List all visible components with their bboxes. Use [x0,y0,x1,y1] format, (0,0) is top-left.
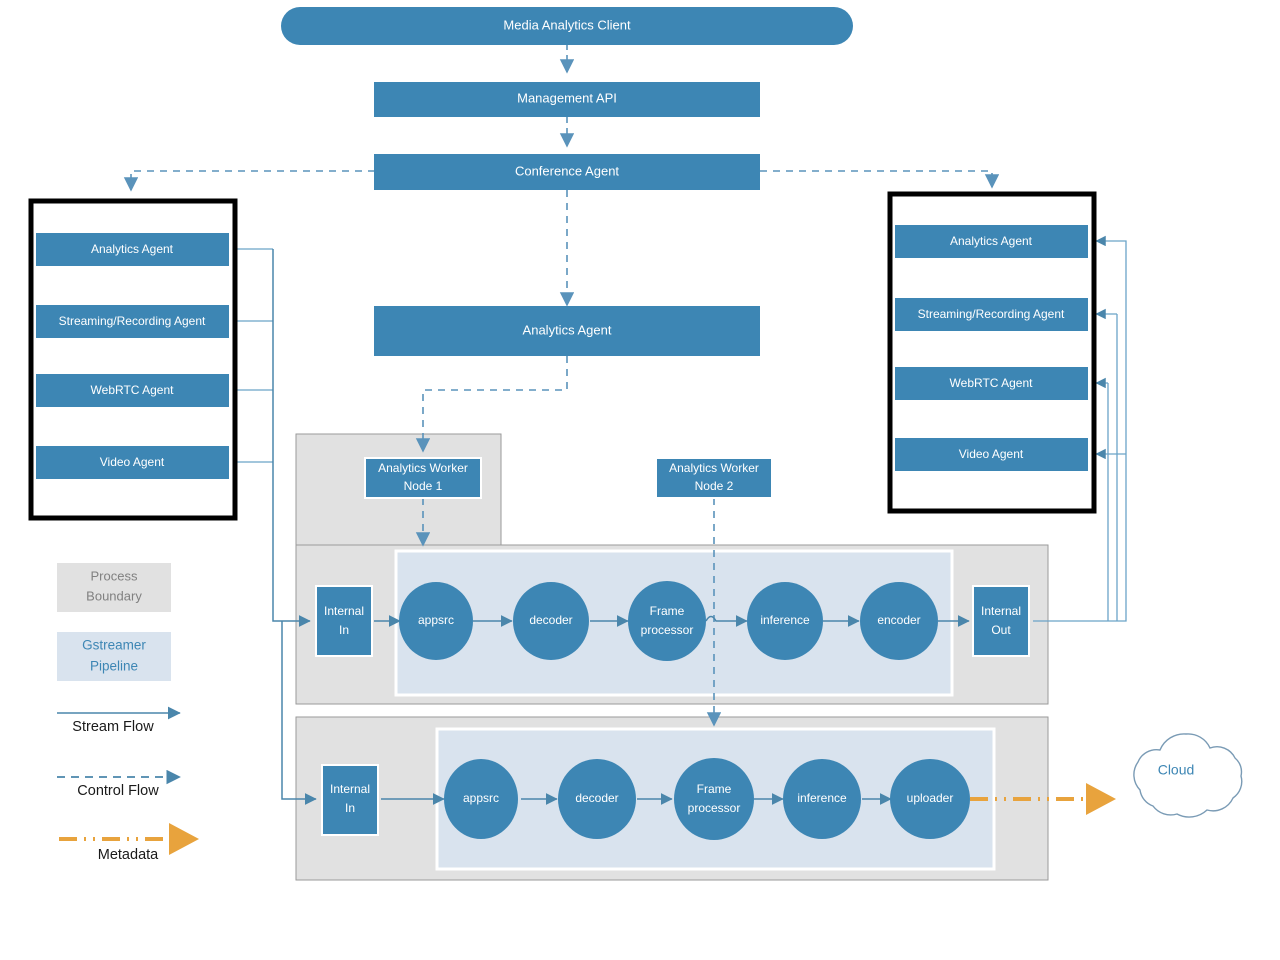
internal-in-label-1-line2: In [339,623,349,637]
control-flow-conference-to-right-agents [760,170,1000,189]
pipeline2-node-frame-processor[interactable] [674,758,754,840]
right-agent-box-video[interactable] [893,436,1090,473]
left-agent-label-video: Video Agent [100,455,165,469]
legend-process-boundary-swatch [57,563,171,612]
legend-metadata-label: Metadata [98,847,159,863]
management-api-box[interactable] [374,82,760,117]
pipeline2-node-decoder[interactable] [558,759,636,839]
pipeline1-label-frame-processor-line1: Frame [650,604,685,618]
pipeline1-label-inference: inference [760,613,810,627]
pipeline1-label-frame-processor-line2: processor [641,623,694,637]
left-agent-label-streaming: Streaming/Recording Agent [59,314,206,328]
stream-flow-left-bus-to-pipeline2 [281,621,317,805]
legend-gstreamer-pipeline-label-line2: Pipeline [90,659,138,674]
pipeline1-node-frame-processor[interactable] [628,581,706,661]
media-analytics-client-box[interactable] [281,7,853,45]
pipeline1-label-decoder: decoder [529,613,572,627]
pipeline2-label-decoder: decoder [575,791,618,805]
internal-in-label-2-line2: In [345,801,355,815]
conference-agent-box[interactable] [374,154,760,190]
stream-flow-left-bus [272,249,311,627]
right-agent-label-webrtc: WebRTC Agent [950,376,1034,390]
pipeline2-node-appsrc[interactable] [444,759,518,839]
conference-agent-label: Conference Agent [515,163,619,178]
left-agent-label-analytics: Analytics Agent [91,242,174,256]
analytics-worker-node-2-label-line2: Node 2 [695,479,734,493]
pipeline2-label-frame-processor-line2: processor [688,801,741,815]
internal-out-label-1-line2: Out [991,623,1011,637]
pipeline2-label-frame-processor-line1: Frame [697,782,732,796]
legend-process-boundary-label-line1: Process [91,568,138,583]
analytics-agent-center-box[interactable] [374,306,760,356]
internal-in-label-1-line1: Internal [324,604,364,618]
pipeline1-node-encoder[interactable] [860,582,938,660]
cloud-shape [1133,733,1243,818]
legend-gstreamer-pipeline-label-line1: Gstreamer [82,638,146,653]
cloud-label: Cloud [1158,762,1195,778]
control-flow-conference-to-left-agents [123,170,375,192]
pipeline2-node-inference[interactable] [783,759,861,839]
legend-process-boundary-label-line2: Boundary [86,588,142,603]
left-agent-box-webrtc[interactable] [34,372,231,409]
pipeline1-label-appsrc: appsrc [418,613,454,627]
internal-in-box-2[interactable] [321,764,379,836]
analytics-worker-node-1-label-line2: Node 1 [404,479,443,493]
right-agent-box-streaming[interactable] [893,296,1090,333]
internal-in-label-2-line1: Internal [330,782,370,796]
stream-flow-frame-to-inference-1 [705,615,748,627]
legend-control-flow-label: Control Flow [77,783,159,799]
right-agent-box-webrtc[interactable] [893,365,1090,402]
pipeline2-label-uploader: uploader [907,791,954,805]
pipeline2-label-inference: inference [797,791,847,805]
right-agent-label-video: Video Agent [959,447,1024,461]
pipeline1-label-encoder: encoder [877,613,920,627]
pipeline2-label-appsrc: appsrc [463,791,499,805]
pipeline1-node-appsrc[interactable] [399,582,473,660]
right-agent-label-analytics: Analytics Agent [950,234,1033,248]
pipeline1-node-inference[interactable] [747,582,823,660]
right-agent-label-streaming: Streaming/Recording Agent [918,307,1065,321]
control-flow-analytics-to-worker1 [415,356,568,453]
analytics-agent-center-label: Analytics Agent [523,322,612,337]
legend-stream-flow-label: Stream Flow [72,719,154,735]
left-agent-box-streaming[interactable] [34,303,231,340]
stream-flow-return-bus [1033,235,1127,622]
analytics-worker-node-1-label-line1: Analytics Worker [378,461,468,475]
internal-in-box-1[interactable] [315,585,373,657]
analytics-worker-node-2-box[interactable] [655,457,773,499]
internal-out-label-1-line1: Internal [981,604,1021,618]
media-analytics-client-label: Media Analytics Client [503,17,631,32]
analytics-worker-node-2-label-line1: Analytics Worker [669,461,759,475]
pipeline2-node-uploader[interactable] [890,759,970,839]
right-agent-box-analytics[interactable] [893,223,1090,260]
left-agent-label-webrtc: WebRTC Agent [91,383,175,397]
management-api-label: Management API [517,90,617,105]
internal-out-box-1[interactable] [972,585,1030,657]
left-agent-box-analytics[interactable] [34,231,231,268]
analytics-worker-node-1-box[interactable] [364,457,482,499]
legend-gstreamer-pipeline-swatch [57,632,171,681]
left-agent-box-video[interactable] [34,444,231,481]
pipeline1-node-decoder[interactable] [513,582,589,660]
